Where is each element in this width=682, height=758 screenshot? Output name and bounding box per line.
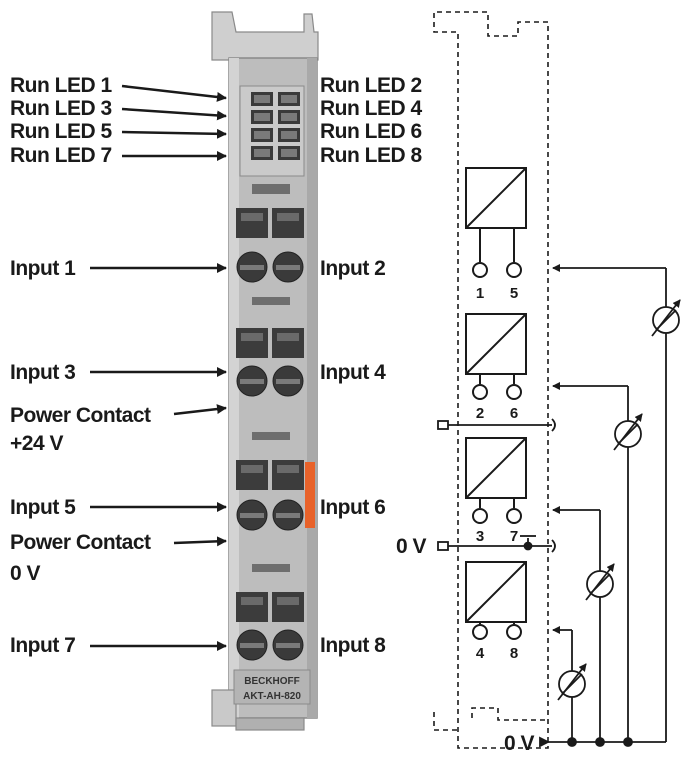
terminal-4: 4 bbox=[476, 645, 485, 662]
label-0v-rail: 0 V bbox=[396, 535, 427, 558]
terminal-3: 3 bbox=[476, 528, 484, 545]
channel-1-converter bbox=[465, 167, 527, 278]
schematic bbox=[433, 11, 681, 749]
power-contact-strip bbox=[305, 462, 315, 528]
label-power-contact-24v-value: +24 V bbox=[10, 432, 63, 455]
terminal-7: 7 bbox=[510, 528, 518, 545]
led-panel bbox=[239, 85, 305, 177]
channel-2-converter bbox=[465, 313, 527, 400]
source-symbol-2 bbox=[613, 413, 643, 451]
channel-4-converter bbox=[465, 561, 527, 640]
power-rail-24v bbox=[437, 418, 556, 432]
terminal-2: 2 bbox=[476, 405, 484, 422]
label-power-contact-0v: Power Contact bbox=[10, 531, 151, 554]
label-run-led-6: Run LED 6 bbox=[320, 120, 422, 143]
connector-block-1 bbox=[236, 208, 304, 283]
callouts: Run LED 1 Run LED 3 Run LED 5 Run LED 7 … bbox=[10, 74, 423, 657]
brand-logo-text: BECKHOFF bbox=[244, 676, 300, 687]
label-input-2: Input 2 bbox=[320, 257, 385, 280]
source-symbol-1 bbox=[651, 299, 681, 337]
terminal-module: BECKHOFF AKT-AH-820 bbox=[211, 11, 319, 731]
terminal-8: 8 bbox=[510, 645, 518, 662]
channel-3-converter bbox=[465, 437, 527, 524]
source-symbol-3 bbox=[585, 563, 615, 601]
external-wiring bbox=[539, 264, 667, 748]
label-run-led-2: Run LED 2 bbox=[320, 74, 422, 97]
connector-block-4 bbox=[236, 592, 304, 661]
connector-block-3 bbox=[236, 460, 304, 531]
label-input-6: Input 6 bbox=[320, 496, 385, 519]
terminal-1: 1 bbox=[476, 285, 484, 302]
label-input-1: Input 1 bbox=[10, 257, 76, 280]
power-rail-0v bbox=[437, 535, 556, 553]
label-power-contact-24v: Power Contact bbox=[10, 404, 151, 427]
source-symbol-4 bbox=[557, 663, 587, 701]
label-0v-bottom: 0 V bbox=[504, 732, 535, 753]
terminal-5: 5 bbox=[510, 285, 518, 302]
model-number: AKT-AH-820 bbox=[243, 691, 301, 702]
label-run-led-3: Run LED 3 bbox=[10, 97, 112, 120]
label-run-led-8: Run LED 8 bbox=[320, 144, 422, 167]
housing-outline bbox=[433, 11, 549, 749]
label-run-led-7: Run LED 7 bbox=[10, 144, 112, 167]
label-run-led-5: Run LED 5 bbox=[10, 120, 112, 143]
terminal-numbers: 1 5 2 6 3 7 4 8 bbox=[476, 285, 518, 662]
terminal-6: 6 bbox=[510, 405, 518, 422]
label-input-7: Input 7 bbox=[10, 634, 75, 657]
label-run-led-1: Run LED 1 bbox=[10, 74, 112, 97]
label-input-4: Input 4 bbox=[320, 361, 386, 384]
label-input-5: Input 5 bbox=[10, 496, 76, 519]
label-input-3: Input 3 bbox=[10, 361, 75, 384]
label-input-8: Input 8 bbox=[320, 634, 386, 657]
label-power-contact-0v-value: 0 V bbox=[10, 562, 41, 585]
label-run-led-4: Run LED 4 bbox=[320, 97, 422, 120]
connector-block-2 bbox=[236, 328, 304, 397]
